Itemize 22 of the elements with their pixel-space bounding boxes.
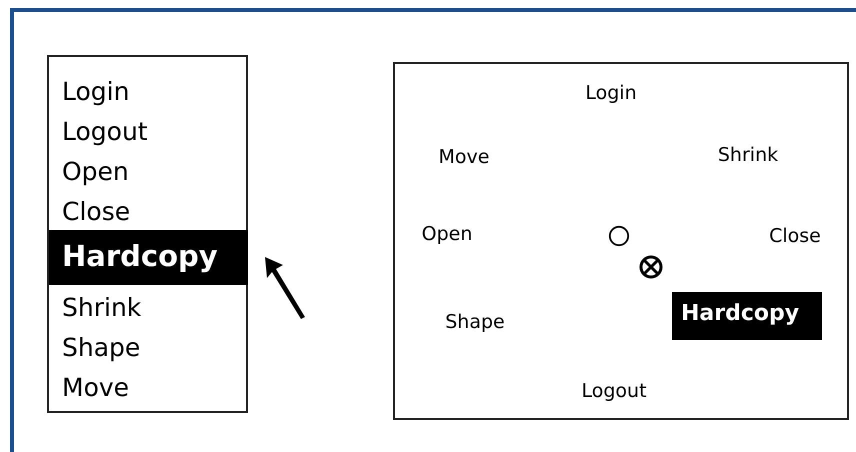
menu-item-label: Hardcopy <box>681 303 800 325</box>
selected-menu-item <box>49 230 248 285</box>
menu-item: Shrink <box>718 146 778 165</box>
menu-item: Login <box>585 84 637 103</box>
cursor-icon <box>639 255 663 279</box>
menu-item: Move <box>62 375 130 400</box>
linear-menu-box <box>47 55 248 413</box>
menu-item: Move <box>438 148 490 167</box>
menu-item: Shrink <box>62 295 142 320</box>
menu-item: Open <box>62 159 129 184</box>
menu-item: Login <box>62 79 130 104</box>
menu-item: Open <box>422 225 472 244</box>
pie-menu-box <box>393 62 849 420</box>
start-point-icon <box>608 225 630 247</box>
menu-item: Logout <box>581 382 647 401</box>
menu-item: Shape <box>62 335 140 360</box>
menu-item-label: Hardcopy <box>62 242 218 271</box>
selected-menu-item <box>672 292 822 340</box>
menu-item: Logout <box>62 119 148 144</box>
menu-item: Shape <box>445 313 505 332</box>
menu-item: Close <box>62 199 130 224</box>
menu-item: Close <box>769 227 821 246</box>
